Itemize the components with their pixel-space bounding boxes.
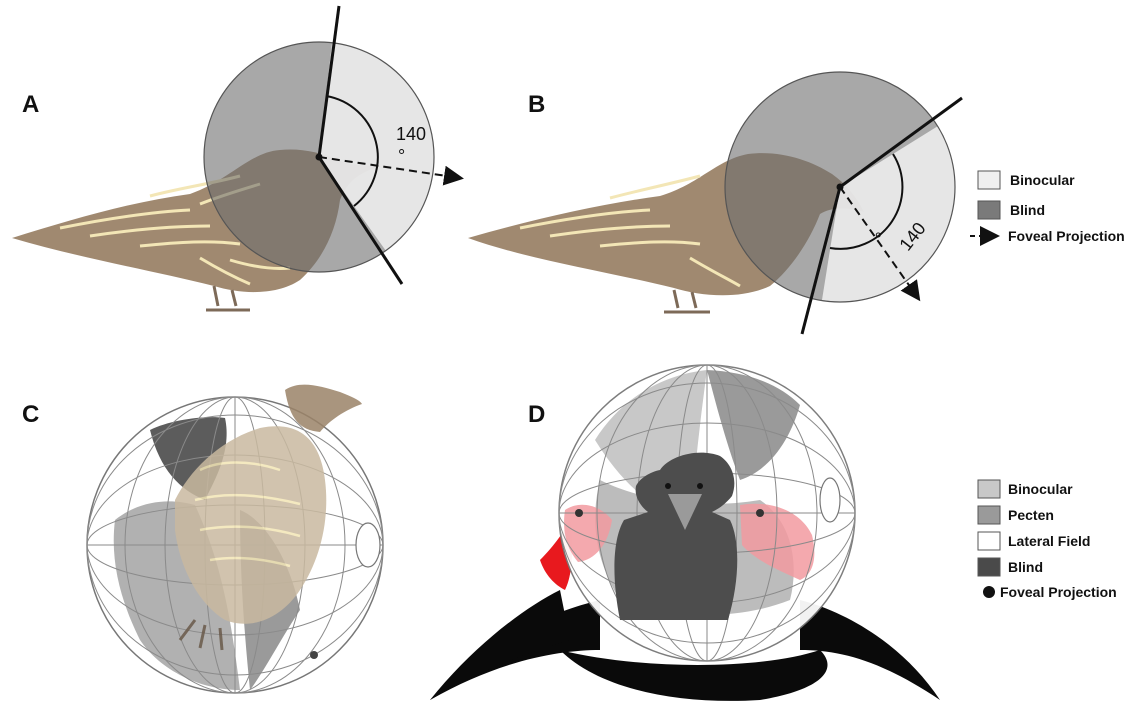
legend-bottom-pecten-label: Pecten	[1008, 507, 1054, 523]
panel-b: B 140 °	[468, 72, 962, 334]
legend-bottom-binocular-label: Binocular	[1008, 481, 1073, 497]
panel-d: D	[430, 365, 940, 701]
legend-bottom-blind-label: Blind	[1008, 559, 1043, 575]
panel-c-foveal-dot	[310, 651, 318, 659]
panel-d-right-wing	[800, 600, 940, 700]
panel-c-letter: C	[22, 401, 39, 428]
legend-bottom-foveal-label: Foveal Projection	[1000, 584, 1117, 600]
panel-a-degree: °	[398, 146, 405, 166]
legend-top: Binocular Blind Foveal Projection	[970, 171, 1125, 244]
panel-d-foveal-dot-left	[575, 509, 583, 517]
panel-c: C	[22, 385, 383, 693]
legend-bottom-lateral-label: Lateral Field	[1008, 533, 1090, 549]
panel-d-foveal-dot-right	[756, 509, 764, 517]
panel-a-angle-label: 140	[396, 124, 426, 144]
legend-top-blind-swatch	[978, 201, 1000, 219]
panel-b-letter: B	[528, 91, 545, 118]
panel-a: A 140 °	[12, 6, 467, 310]
legend-top-binocular-label: Binocular	[1010, 172, 1075, 188]
legend-bottom: Binocular Pecten Lateral Field Blind Fov…	[978, 480, 1117, 600]
legend-top-foveal-label: Foveal Projection	[1008, 228, 1125, 244]
legend-bottom-pecten-swatch	[978, 506, 1000, 524]
legend-bottom-binocular-swatch	[978, 480, 1000, 498]
legend-bottom-lateral-swatch	[978, 532, 1000, 550]
legend-top-blind-label: Blind	[1010, 202, 1045, 218]
panel-d-letter: D	[528, 401, 545, 428]
panel-a-letter: A	[22, 91, 39, 118]
legend-top-binocular-swatch	[978, 171, 1000, 189]
legend-bottom-foveal-dot-icon	[983, 586, 995, 598]
legend-bottom-blind-swatch	[978, 558, 1000, 576]
